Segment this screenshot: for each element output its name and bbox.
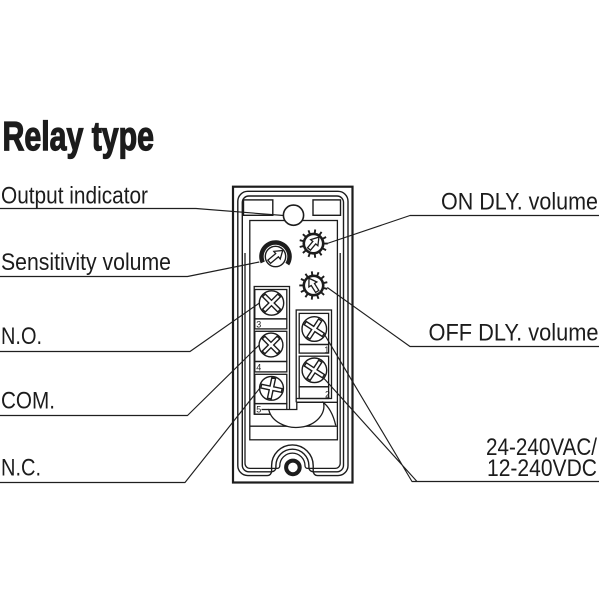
svg-text:3: 3 <box>256 319 261 329</box>
svg-text:12-240VDC: 12-240VDC <box>487 455 597 482</box>
svg-text:4: 4 <box>256 363 261 373</box>
svg-text:1: 1 <box>324 345 329 355</box>
svg-text:COM.: COM. <box>1 388 55 415</box>
svg-text:N.O.: N.O. <box>1 323 42 350</box>
svg-text:24-240VAC/: 24-240VAC/ <box>486 434 597 461</box>
svg-text:5: 5 <box>256 405 261 415</box>
svg-text:Relay type: Relay type <box>3 113 155 159</box>
svg-text:Output indicator: Output indicator <box>1 182 148 209</box>
svg-text:N.C.: N.C. <box>1 455 41 482</box>
svg-text:2: 2 <box>325 389 330 399</box>
svg-text:OFF DLY. volume: OFF DLY. volume <box>429 320 599 347</box>
svg-text:Sensitivity volume: Sensitivity volume <box>1 249 171 276</box>
svg-text:ON DLY. volume: ON DLY. volume <box>441 188 598 215</box>
